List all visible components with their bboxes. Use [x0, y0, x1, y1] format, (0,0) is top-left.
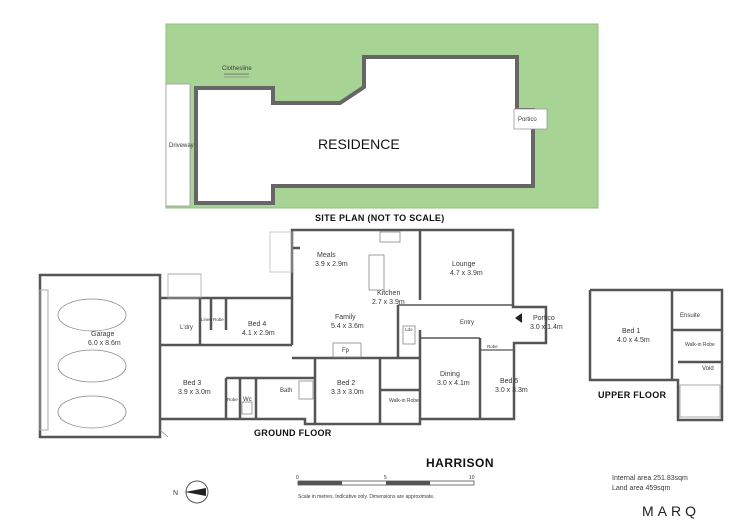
clothesline-label: Clothesline [222, 66, 252, 72]
linen-name: Linen [201, 317, 213, 322]
void-name: Void [702, 366, 714, 372]
car-2 [57, 349, 127, 383]
meals-bay [269, 231, 293, 273]
brand-logo: MARQ [642, 503, 700, 519]
site-portico [513, 108, 548, 130]
ground-floor-title: GROUND FLOOR [254, 428, 332, 438]
property-name: HARRISON [426, 456, 494, 470]
robe-a-name: Robe [213, 317, 224, 322]
north-label: N [173, 490, 178, 497]
kitchen-sink [379, 231, 401, 243]
dining-name: Dining [440, 371, 460, 378]
wc-name: Wc [243, 397, 252, 403]
lounge-dims: 4.7 x 3.9m [450, 270, 483, 277]
garage-store [167, 273, 202, 299]
car-1 [57, 298, 127, 332]
entry-arrow-icon [515, 313, 522, 323]
site-plan: Driveway Clothesline Portico RESIDENCE S… [165, 23, 599, 223]
void-stair [679, 384, 721, 418]
scale-tick-5: 5 [384, 475, 387, 481]
robe-b-name: Robe [227, 397, 238, 402]
upper-floor-title: UPPER FLOOR [598, 390, 667, 400]
kitchen-island [368, 254, 385, 291]
ldo-name: Ldo [405, 327, 413, 332]
walkin-robe-upper-name: Walk-in Robe [685, 342, 715, 348]
bed4-name: Bed 4 [248, 321, 266, 328]
portico-dims: 3.0 x 1.4m [530, 324, 563, 331]
garage-door-strip [39, 289, 49, 431]
family-name: Family [335, 314, 356, 321]
ensuite-name: Ensuite [680, 313, 701, 319]
bed2-dims: 3.3 x 3.0m [331, 389, 364, 396]
robe-c-name: Robe [487, 344, 498, 349]
internal-area: Internal area 251.83sqm [612, 475, 688, 482]
scale-bar: 0 5 10 Scale in metres. Indicative only.… [296, 475, 475, 500]
kitchen-dims: 2.7 x 3.9m [372, 299, 405, 306]
bed3-name: Bed 3 [183, 380, 201, 387]
car-3 [57, 395, 127, 429]
ldry-name: L'dry [180, 325, 193, 331]
land-area: Land area 459sqm [612, 485, 671, 492]
site-plan-title: SITE PLAN (NOT TO SCALE) [315, 213, 445, 223]
portico-name: Portico [533, 315, 555, 322]
bed1-dims: 4.0 x 4.5m [617, 337, 650, 344]
bed3-dims: 3.9 x 3.0m [178, 389, 211, 396]
upper-floor [588, 288, 724, 422]
ground-floor [38, 228, 548, 439]
bed1-name: Bed 1 [622, 328, 640, 335]
bed5-name: Bed 5 [500, 378, 518, 385]
wc-pan [241, 401, 253, 415]
bed5-dims: 3.0 x 3.3m [495, 387, 528, 394]
scale-tick-10: 10 [469, 475, 475, 481]
kitchen-name: Kitchen [377, 290, 400, 297]
walkin-robe-name: Walk-in Robe [389, 398, 419, 404]
garage-door-swing [159, 429, 169, 438]
bath-name: Bath [280, 388, 292, 394]
fixtures [57, 231, 416, 438]
ldo-fixture [402, 325, 416, 345]
upper-outer-wall [588, 288, 724, 422]
bed2-name: Bed 2 [337, 380, 355, 387]
entry-name: Entry [460, 320, 474, 326]
residence-label: RESIDENCE [318, 136, 400, 152]
fireplace [332, 342, 362, 358]
driveway-label: Driveway [169, 143, 194, 149]
house-outer-wall [160, 228, 548, 426]
garage-name: Garage [91, 331, 114, 338]
meals-dims: 3.9 x 2.9m [315, 261, 348, 268]
scale-tick-0: 0 [296, 475, 299, 481]
driveway-strip [165, 83, 191, 207]
meals-name: Meals [317, 252, 336, 259]
scale-note: Scale in metres. Indicative only. Dimens… [298, 494, 434, 500]
bath-tub [298, 380, 314, 400]
north-arrow-icon: N [173, 480, 209, 504]
bed4-dims: 4.1 x 2.9m [242, 330, 275, 337]
garage-dims: 6.0 x 8.6m [88, 340, 121, 347]
room-labels: Meals 3.9 x 2.9m Kitchen 2.7 x 3.9m Fami… [88, 252, 715, 404]
lounge-name: Lounge [452, 261, 475, 268]
residence-outline [194, 55, 535, 205]
fp-name: Fp [342, 348, 350, 354]
dining-dims: 3.0 x 4.1m [437, 380, 470, 387]
site-portico-label: Portico [518, 117, 537, 123]
family-dims: 5.4 x 3.6m [331, 323, 364, 330]
